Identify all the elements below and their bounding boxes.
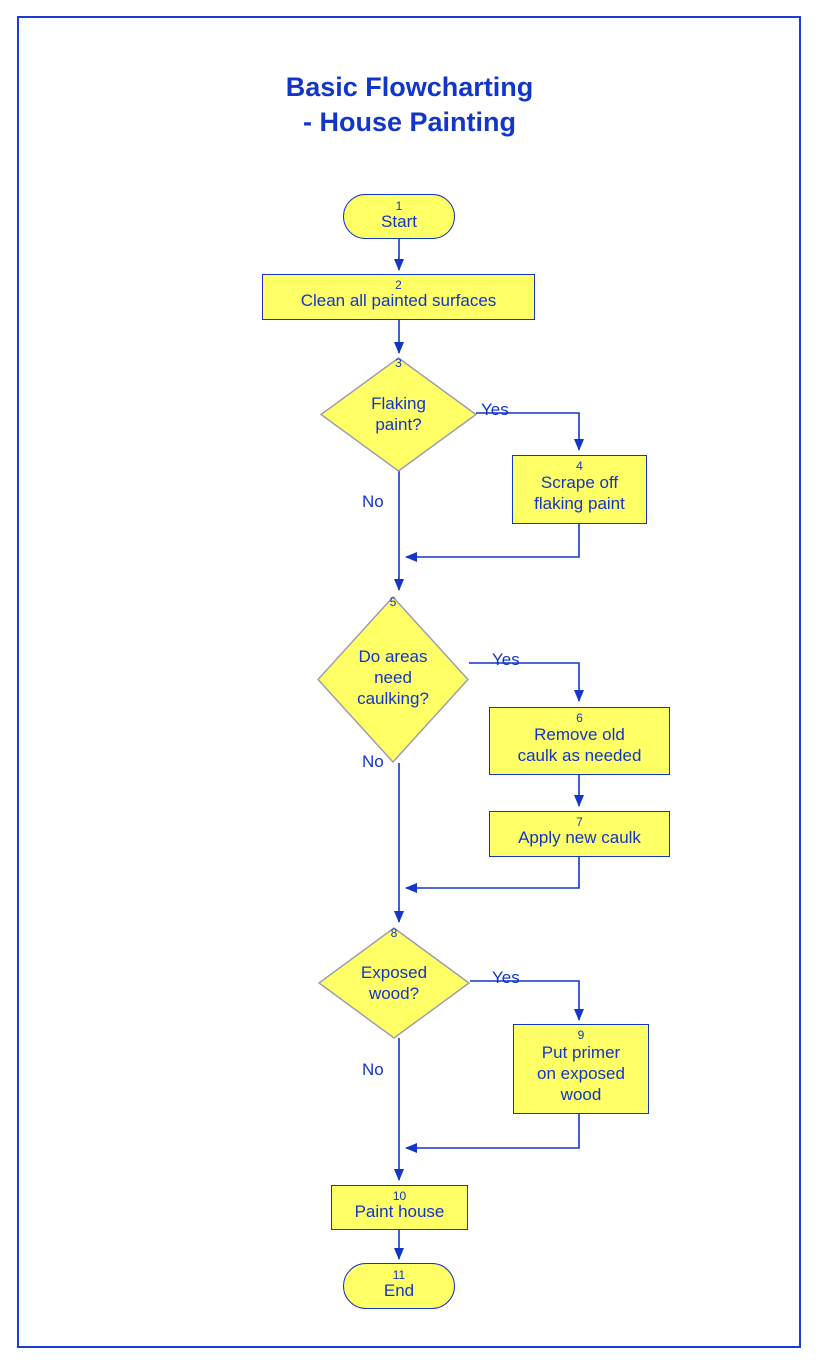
- node-number: 11: [392, 1268, 406, 1282]
- node-number: 4: [576, 459, 583, 473]
- node-clean-surfaces[interactable]: 2 Clean all painted surfaces: [262, 274, 535, 320]
- node-label: Paint house: [354, 1202, 445, 1221]
- node-scrape-flaking-paint[interactable]: 4 Scrape off flaking paint: [512, 455, 647, 524]
- page-title-line1: Basic Flowcharting: [285, 72, 534, 102]
- node-label: Remove old caulk as needed: [517, 725, 642, 765]
- edge-label-no-caulking: No: [362, 752, 384, 771]
- node-label: Flaking paint?: [371, 394, 426, 434]
- page-title-line2: - House Painting: [302, 107, 516, 137]
- node-exposed-wood-decision[interactable]: 8 Exposed wood?: [318, 927, 470, 1039]
- node-caulking-decision[interactable]: 5 Do areas need caulking?: [317, 596, 469, 763]
- node-flaking-paint-decision[interactable]: 3 Flaking paint?: [320, 357, 477, 472]
- node-start[interactable]: 1 Start: [343, 194, 455, 239]
- node-label: Apply new caulk: [518, 828, 641, 847]
- node-label: Start: [381, 212, 417, 231]
- edge-label-yes-caulking: Yes: [492, 650, 520, 669]
- edge-label-no-flaking: No: [362, 492, 384, 511]
- edge-label-yes-exposed-wood: Yes: [492, 968, 520, 987]
- node-label: Scrape off flaking paint: [534, 473, 625, 513]
- diamond-shape: [317, 596, 469, 763]
- node-label: Exposed wood?: [360, 963, 428, 1003]
- node-number: 8: [390, 926, 398, 940]
- node-end[interactable]: 11 End: [343, 1263, 455, 1309]
- edge-label-no-exposed-wood: No: [362, 1060, 384, 1079]
- node-number: 2: [395, 278, 402, 292]
- node-number: 1: [395, 199, 403, 213]
- node-remove-old-caulk[interactable]: 6 Remove old caulk as needed: [489, 707, 670, 775]
- node-number: 6: [576, 711, 583, 725]
- node-label: End: [383, 1281, 415, 1300]
- node-label: Do areas need caulking?: [357, 647, 429, 708]
- node-number: 10: [392, 1189, 407, 1203]
- node-number: 3: [395, 356, 402, 370]
- node-number: 5: [389, 595, 397, 609]
- node-put-primer[interactable]: 9 Put primer on exposed wood: [513, 1024, 649, 1114]
- node-number: 7: [576, 815, 583, 829]
- node-label: Put primer on exposed wood: [537, 1043, 625, 1104]
- edge-label-yes-flaking: Yes: [481, 400, 509, 419]
- node-apply-new-caulk[interactable]: 7 Apply new caulk: [489, 811, 670, 857]
- node-number: 9: [577, 1028, 585, 1042]
- diamond-shape: [320, 357, 477, 472]
- node-paint-house[interactable]: 10 Paint house: [331, 1185, 468, 1230]
- node-label: Clean all painted surfaces: [300, 291, 497, 310]
- diamond-shape: [318, 927, 470, 1039]
